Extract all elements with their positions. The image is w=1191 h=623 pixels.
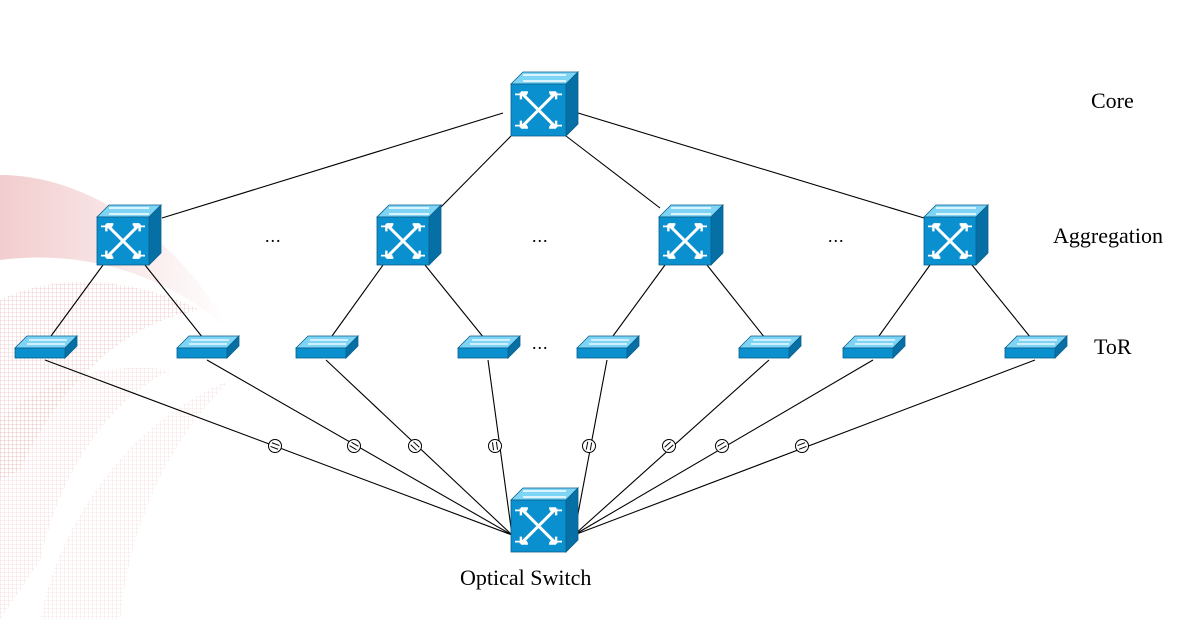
nodes-layer <box>14 71 1068 553</box>
links-layer <box>44 112 1036 536</box>
link-agg1-tor2 <box>144 264 204 339</box>
aggregation-switch-2-icon <box>376 204 442 266</box>
ellipsis-tor: ... <box>532 333 549 353</box>
tor-switch-2-icon <box>176 335 240 359</box>
link-core-agg-2 <box>439 135 512 209</box>
tor-switch-6-icon <box>738 335 802 359</box>
link-agg3-tor5 <box>612 264 666 337</box>
tor-switch-4-icon <box>457 335 521 359</box>
link-marker-8 <box>795 439 809 453</box>
tor-switch-7-icon <box>842 335 906 359</box>
link-marker-4 <box>488 439 502 453</box>
core-switch-icon <box>510 71 579 137</box>
aggregation-switch-3-icon <box>658 204 724 266</box>
optical-switch-label: Optical Switch <box>460 565 592 590</box>
tor-switch-1-icon <box>14 335 78 359</box>
layer-label-aggregation: Aggregation <box>1053 223 1163 248</box>
link-marker-3 <box>408 439 422 453</box>
link-agg2-tor4 <box>424 264 485 339</box>
link-agg1-tor1 <box>50 264 104 337</box>
link-marker-1 <box>268 439 282 453</box>
link-marker-7 <box>715 439 729 453</box>
tor-switch-8-icon <box>1004 335 1068 359</box>
link-agg3-tor6 <box>706 264 766 339</box>
link-marker-2 <box>347 439 361 453</box>
link-marker-6 <box>662 439 676 453</box>
aggregation-switch-4-icon <box>923 204 989 266</box>
link-agg4-tor7 <box>878 264 931 337</box>
tor-switch-5-icon <box>576 335 640 359</box>
link-core-agg-1 <box>161 112 504 219</box>
layer-label-core: Core <box>1091 88 1134 113</box>
tor-switch-3-icon <box>295 335 359 359</box>
ellipsis-aggregation-2: ... <box>532 226 549 246</box>
ellipsis-aggregation-3: ... <box>828 226 845 246</box>
layer-label-tor: ToR <box>1094 334 1132 359</box>
link-agg4-tor8 <box>971 264 1032 339</box>
aggregation-switch-1-icon <box>96 204 162 266</box>
link-agg2-tor3 <box>331 264 384 337</box>
link-core-agg-3 <box>565 135 661 209</box>
link-marker-5 <box>582 439 596 453</box>
ellipsis-aggregation-1: ... <box>265 226 282 246</box>
optical-switch-icon <box>510 487 579 553</box>
link-markers-layer <box>268 439 809 453</box>
link-core-agg-4 <box>577 112 925 219</box>
